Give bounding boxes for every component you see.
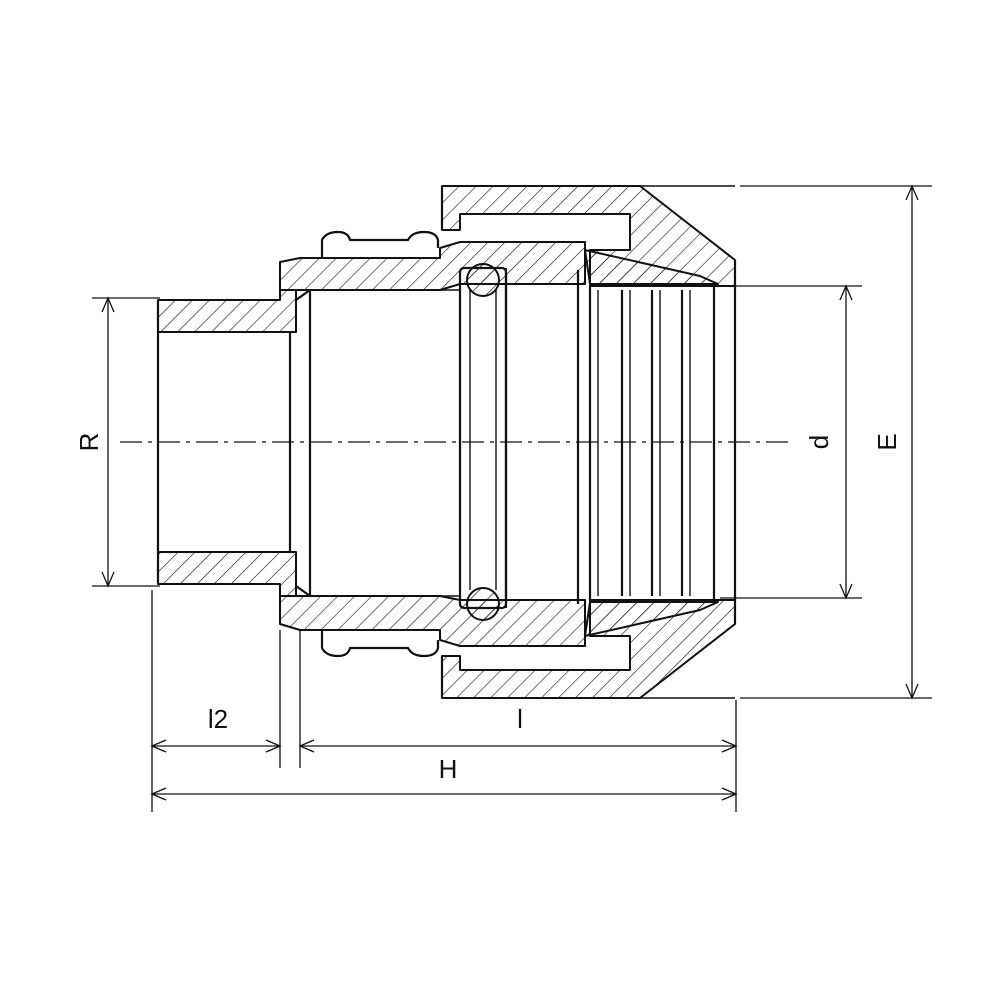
dimension-label-d: d bbox=[804, 435, 834, 449]
dimension-label-R: R bbox=[74, 433, 104, 452]
dimension-d bbox=[720, 284, 862, 600]
main-body bbox=[279, 230, 586, 658]
threaded-end bbox=[156, 289, 297, 597]
o-ring bbox=[458, 263, 580, 621]
dimension-label-l: l bbox=[517, 704, 523, 734]
union-nut bbox=[440, 185, 736, 699]
dimension-label-E: E bbox=[872, 433, 902, 450]
dimension-E bbox=[740, 184, 932, 700]
grip-ring bbox=[584, 249, 737, 637]
dimension-label-l2: l2 bbox=[208, 704, 228, 734]
dimension-R bbox=[92, 296, 160, 588]
dimension-lengths bbox=[150, 590, 738, 812]
dimension-label-H: H bbox=[439, 754, 458, 784]
